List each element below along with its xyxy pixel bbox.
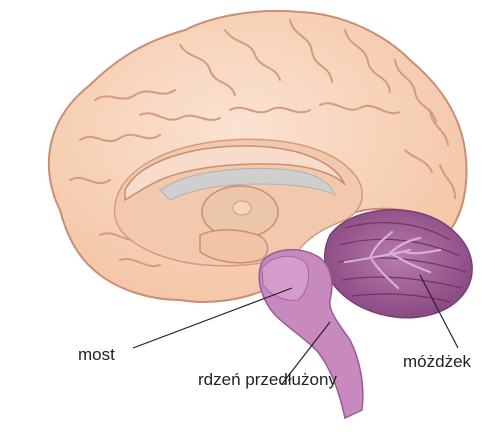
label-medulla: rdzeń przedłużony xyxy=(198,370,337,389)
thalamus-highlight xyxy=(232,200,252,216)
leader-line-medulla xyxy=(281,321,331,385)
leader-line-pons xyxy=(132,287,293,349)
ventricle xyxy=(159,167,336,201)
label-pons: most xyxy=(78,345,115,364)
cerebellum xyxy=(324,209,473,319)
arbor-vitae xyxy=(343,230,442,290)
hypothalamus xyxy=(199,229,269,264)
corpus-callosum xyxy=(124,145,346,202)
leader-lines xyxy=(132,274,459,385)
cerebellum-folia xyxy=(337,222,467,303)
label-cerebellum: móżdżek xyxy=(403,352,472,371)
cortex-folds xyxy=(69,19,456,268)
leader-line-cerebellum xyxy=(419,274,459,349)
